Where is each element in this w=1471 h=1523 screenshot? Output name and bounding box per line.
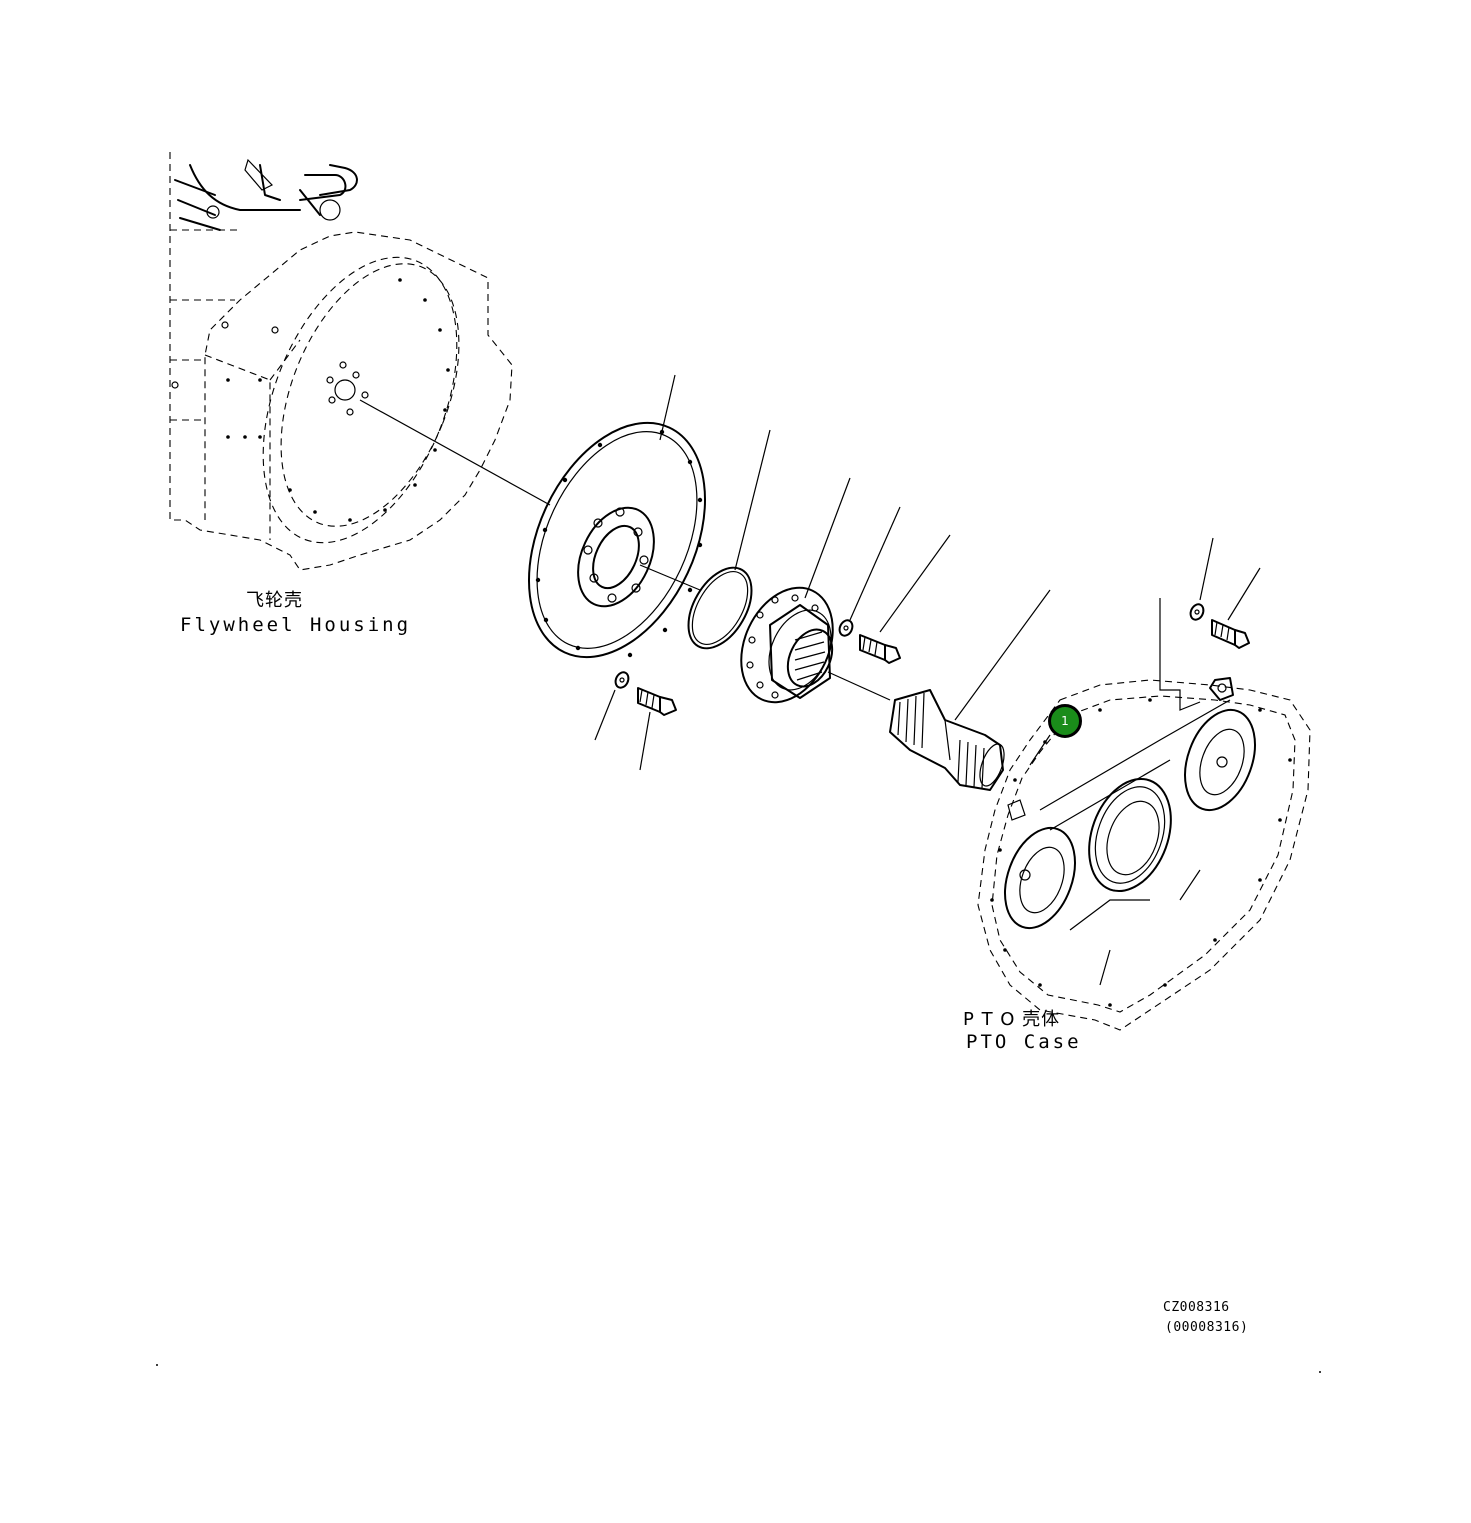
engine-flywheel-housing	[169, 152, 513, 571]
leader-plate	[659, 374, 676, 441]
splined-shaft	[889, 689, 1005, 791]
leader-hub-bolt	[879, 534, 951, 633]
hub-flange	[740, 586, 834, 704]
pto-case-label-en: PTO Case	[966, 1031, 1082, 1053]
pto-case-flange-dots	[990, 698, 1292, 1007]
pto-case-label-cn: P T O 壳体	[963, 1009, 1061, 1030]
plate-washer	[614, 671, 630, 689]
centre-line-3	[827, 671, 891, 701]
pto-case	[977, 598, 1311, 1031]
leader-pto-bolt	[1227, 567, 1261, 621]
leader-pto-washer	[1199, 537, 1214, 601]
reference-code: CZ008316	[1163, 1300, 1230, 1315]
housing-bolt-dots	[226, 278, 450, 522]
pto-bolt	[1211, 619, 1250, 649]
leader-hub-washer	[849, 506, 901, 621]
centre-line-2	[639, 564, 701, 591]
hub-washer	[838, 619, 854, 637]
plate-rim-holes	[535, 429, 703, 658]
plate-bolt	[637, 687, 677, 716]
leader-shaft	[954, 589, 1051, 721]
callout-marker-1[interactable]: 1	[1048, 704, 1082, 738]
leader-o-ring	[734, 429, 771, 571]
reference-sub-code: (00008316)	[1165, 1320, 1249, 1335]
pto-washer	[1189, 603, 1205, 621]
centre-line	[359, 399, 551, 506]
flywheel-housing-label-en: Flywheel Housing	[180, 614, 412, 636]
hub-bolt	[859, 634, 901, 664]
leader-callout	[1029, 734, 1051, 766]
leader-hub	[804, 477, 851, 599]
o-ring	[687, 566, 753, 650]
coupling-plate	[528, 421, 706, 659]
leader-washer	[594, 689, 616, 741]
flywheel-housing-label-cn: 飞轮壳	[246, 590, 303, 611]
leader-bolt	[639, 711, 651, 771]
